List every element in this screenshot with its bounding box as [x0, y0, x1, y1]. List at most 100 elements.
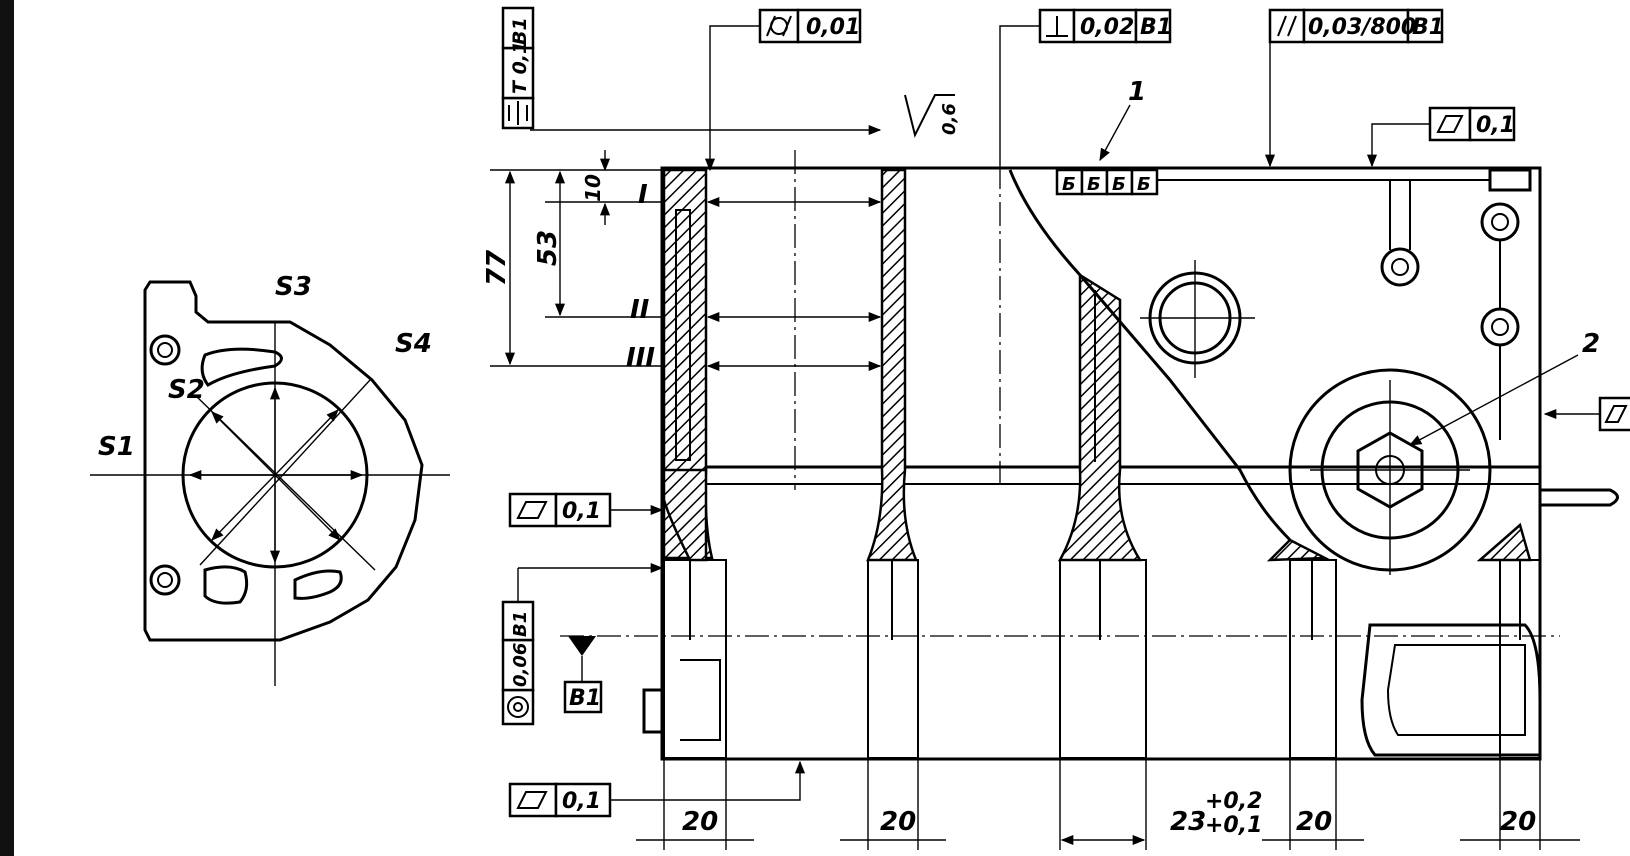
- dim-10: 10: [581, 174, 605, 202]
- end-view-outline: [143, 280, 424, 642]
- cylinder-wall-2: [1057, 272, 1143, 562]
- shaft-stub-right: [1540, 488, 1619, 507]
- fcf-flatness-top: 0,1: [1366, 106, 1516, 168]
- tag-b-1: Б: [1062, 174, 1076, 195]
- flatness-icon: [516, 791, 548, 809]
- s4-arrow-b: [211, 474, 276, 541]
- bolt-hole-top-inner: [157, 342, 173, 358]
- tag-b-3: Б: [1112, 174, 1126, 195]
- datum-label: B1: [569, 686, 601, 711]
- fcf-parallelism-datum: B1: [1412, 15, 1444, 40]
- dim-20-a: 20: [682, 807, 718, 837]
- left-plug: [642, 688, 664, 734]
- fcf-flatness-bottom-value: 0,1: [562, 789, 601, 814]
- scan-edge: [0, 0, 14, 856]
- dim-20-d: 20: [1500, 807, 1536, 837]
- label-s2: S2: [168, 375, 205, 405]
- symmetry-icon: [508, 101, 528, 125]
- fcf-parallelism: 0,03/800 B1: [1264, 8, 1444, 168]
- level-label-II: II: [630, 295, 650, 325]
- bay-1: [663, 559, 727, 759]
- flatness-icon: [1436, 115, 1464, 133]
- perpendicularity-icon: [1046, 16, 1068, 37]
- label-s4: S4: [395, 329, 432, 359]
- fcf-flatness-top-leader: [1366, 123, 1430, 168]
- callout-2-leader: [1408, 354, 1579, 446]
- callout-2: 2: [1582, 329, 1600, 359]
- tag-b-2: Б: [1087, 174, 1101, 195]
- dim-77: 77: [482, 249, 512, 286]
- datum-triangle: [568, 636, 596, 656]
- fcf-concentricity-value: 0,06: [510, 643, 531, 687]
- fcf-symmetry-datum: B1: [509, 17, 531, 45]
- bolt-hole-top: [149, 334, 181, 366]
- dim-23: 23: [1170, 807, 1206, 837]
- left-lower-recess: [680, 659, 721, 741]
- cutaway-diagonal: [1008, 169, 1292, 542]
- left-water-jacket: [675, 209, 691, 461]
- water-passage-bottom-left: [203, 565, 249, 605]
- bearing-web-3: [1266, 538, 1330, 562]
- stud-boss-1-inner: [1391, 258, 1409, 276]
- fcf-perpendicularity-leader: [999, 25, 1040, 165]
- fcf-parallelism-value: 0,03/800: [1308, 15, 1416, 40]
- fcf-symmetry-value: T 0,1: [509, 41, 531, 94]
- bay-3: [1059, 559, 1147, 759]
- fcf-flatness-mid: 0,1: [508, 492, 664, 528]
- cylinder-wall-1: [866, 168, 918, 562]
- level-label-I: I: [638, 180, 648, 210]
- fcf-concentricity: 0,06 B1: [501, 562, 664, 726]
- tag-b-4: Б: [1137, 174, 1151, 195]
- water-passage-bottom-right: [293, 569, 343, 600]
- fcf-cylindricity-leader: [704, 25, 760, 172]
- callout-1: 1: [1128, 77, 1146, 107]
- dim-23-lower: +0,1: [1205, 813, 1262, 838]
- roughness-icon: [904, 94, 955, 138]
- fcf-cylindricity-value: 0,01: [806, 15, 860, 40]
- stud-boss-2: [1480, 202, 1520, 242]
- level-label-III: III: [626, 343, 655, 373]
- bolt-hole-bottom: [149, 564, 181, 596]
- main-section-view: I II III: [490, 124, 1619, 761]
- flatness-icon: [516, 501, 548, 519]
- tolerance-frames: 0,01 0,02 B1 0,03/800 B1: [501, 6, 1630, 818]
- stud-boss-3-inner: [1491, 318, 1509, 336]
- label-s3: S3: [275, 272, 312, 302]
- section-line-s4: [199, 379, 371, 566]
- fcf-perpendicularity: 0,02 B1: [999, 8, 1172, 165]
- fcf-symmetry: T 0,1 B1: [501, 6, 535, 130]
- concentricity-icon: [507, 696, 529, 718]
- oil-pump-outline: [1360, 623, 1542, 757]
- fcf-flatness-mid-value: 0,1: [562, 499, 601, 524]
- stud-boss-1: [1380, 247, 1420, 287]
- label-s1: S1: [98, 432, 135, 462]
- fcf-flatness-bottom-leader: [610, 760, 806, 801]
- fcf-concentricity-datum: B1: [510, 611, 531, 637]
- fcf-flatness-top-value: 0,1: [1476, 113, 1515, 138]
- s2-arrow-b: [274, 474, 341, 541]
- fcf-flatness-right: [1543, 396, 1630, 432]
- bolt-hole-bottom-inner: [157, 572, 173, 588]
- callouts: 1 2: [1099, 77, 1600, 446]
- dim-53: 53: [533, 230, 563, 266]
- fcf-perpendicularity-datum: B1: [1140, 15, 1172, 40]
- roughness-value: 0,6: [939, 103, 960, 135]
- section-tags: Б Б Б Б: [1055, 168, 1159, 196]
- datum-b1: B1: [563, 636, 603, 714]
- stud-boss-3: [1480, 307, 1520, 347]
- water-passage-top: [200, 347, 283, 387]
- roughness-symbol: 0,6: [904, 94, 960, 138]
- stud-boss-2-inner: [1491, 213, 1509, 231]
- fcf-cylindricity: 0,01: [704, 8, 862, 172]
- dim-20-b: 20: [880, 807, 916, 837]
- s4-arrow-a: [274, 409, 339, 476]
- oil-pump-inner: [1386, 644, 1526, 736]
- callout-1-leader: [1099, 104, 1131, 162]
- fcf-flatness-bottom: 0,1: [508, 760, 806, 818]
- parallelism-icon: [1277, 15, 1297, 37]
- s2-arrow-a: [211, 411, 276, 476]
- dim-20-c: 20: [1296, 807, 1332, 837]
- fcf-perpendicularity-value: 0,02: [1080, 15, 1134, 40]
- lower-bays: [642, 559, 1542, 759]
